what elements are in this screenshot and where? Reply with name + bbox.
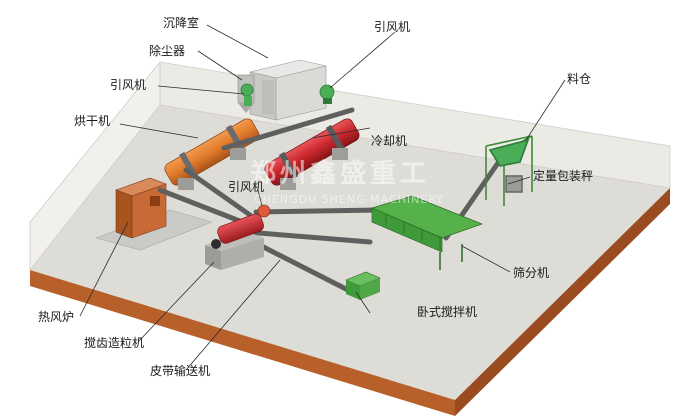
label-granulator: 搅齿造粒机 <box>84 336 145 350</box>
label-dust-collector: 除尘器 <box>149 44 186 58</box>
settling-chamber <box>249 59 327 121</box>
label-hot-air-furnace: 热风炉 <box>38 310 75 324</box>
induced-fan-left-unit <box>240 83 254 106</box>
label-dryer: 烘干机 <box>74 114 111 128</box>
label-screening-machine: 筛分机 <box>513 266 550 280</box>
label-belt-conveyor: 皮带输送机 <box>150 364 211 378</box>
horizontal-mixer-unit <box>345 271 381 300</box>
floor-side <box>455 188 670 416</box>
floor-front <box>30 270 455 416</box>
induced-fan-top-unit <box>319 84 335 104</box>
cooler-support <box>280 178 296 190</box>
label-cooler: 冷却机 <box>371 134 408 148</box>
label-induced-fan-mid: 引风机 <box>228 180 265 194</box>
leader-lines <box>79 24 566 371</box>
label-settling-chamber: 沉降室 <box>163 16 200 30</box>
dryer-support <box>230 148 246 160</box>
label-induced-fan-top: 引风机 <box>374 20 411 34</box>
dryer-support <box>178 178 194 190</box>
label-packing-scale: 定量包装秤 <box>533 169 594 183</box>
hot-air-furnace-unit <box>115 177 167 239</box>
label-horizontal-mixer: 卧式搅拌机 <box>417 305 478 319</box>
silo-frame-unit <box>485 135 533 206</box>
watermark-en: CHENGDU SHENG MACHINERY <box>254 193 444 206</box>
cooler-support <box>332 148 348 160</box>
induced-fan-mid-unit <box>257 204 271 218</box>
cooler-drum <box>264 118 360 186</box>
screening-machine-unit <box>370 195 483 270</box>
granulator-unit <box>205 213 264 270</box>
label-silo: 料仓 <box>567 72 592 86</box>
watermark-cn: 郑州鑫盛重工 <box>250 159 431 189</box>
label-induced-fan-left: 引风机 <box>110 78 147 92</box>
